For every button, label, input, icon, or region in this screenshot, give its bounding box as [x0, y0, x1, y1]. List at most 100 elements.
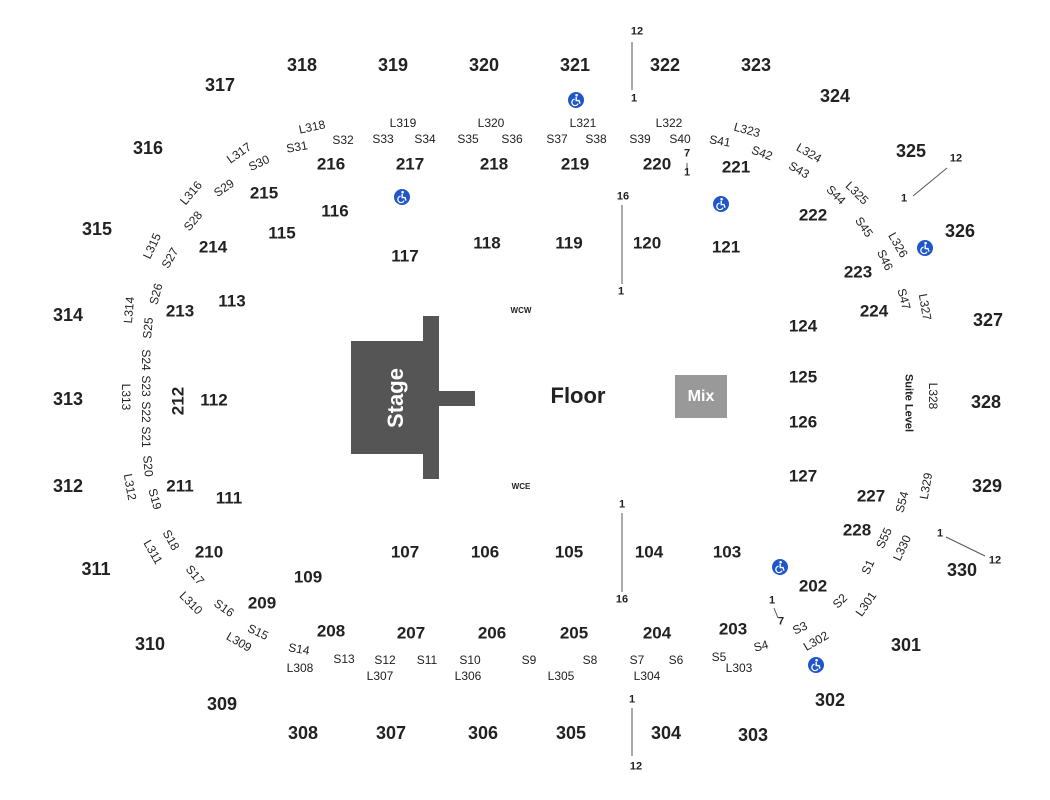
section-208[interactable]: 208 [316, 621, 346, 641]
section-126[interactable]: 126 [788, 412, 818, 432]
suite-S5[interactable]: S5 [711, 650, 727, 664]
loge-L321[interactable]: L321 [569, 116, 597, 130]
suite-S20[interactable]: S20 [140, 454, 156, 478]
section-127[interactable]: 127 [788, 466, 818, 486]
suite-S39[interactable]: S39 [629, 132, 651, 146]
section-125[interactable]: 125 [788, 367, 818, 387]
section-109[interactable]: 109 [293, 567, 323, 587]
loge-L314[interactable]: L314 [120, 296, 138, 324]
section-327[interactable]: 327 [972, 310, 1004, 330]
suite-S11[interactable]: S11 [416, 653, 438, 667]
suite-S21[interactable]: S21 [139, 426, 153, 448]
section-113[interactable]: 113 [218, 291, 246, 311]
section-309[interactable]: 309 [206, 694, 238, 714]
suite-S22[interactable]: S22 [139, 401, 153, 423]
section-328[interactable]: 328 [970, 392, 1002, 412]
section-307[interactable]: 307 [375, 723, 407, 743]
section-315[interactable]: 315 [81, 219, 113, 239]
section-325[interactable]: 325 [895, 141, 927, 161]
suite-S18[interactable]: S18 [159, 527, 183, 553]
suite-S46[interactable]: S46 [874, 247, 896, 273]
loge-L318[interactable]: L318 [297, 117, 327, 137]
suite-S12[interactable]: S12 [374, 653, 396, 667]
suite-S7[interactable]: S7 [629, 653, 645, 667]
section-301[interactable]: 301 [890, 635, 922, 655]
section-308[interactable]: 308 [287, 723, 319, 743]
section-124[interactable]: 124 [788, 316, 818, 336]
loge-L330[interactable]: L330 [890, 532, 914, 564]
loge-L303[interactable]: L303 [725, 661, 753, 675]
loge-L320[interactable]: L320 [477, 116, 505, 130]
section-203[interactable]: 203 [718, 619, 748, 639]
suite-S40[interactable]: S40 [669, 132, 691, 146]
loge-L312[interactable]: L312 [120, 472, 140, 502]
suite-S47[interactable]: S47 [894, 286, 914, 312]
loge-L304[interactable]: L304 [633, 669, 661, 683]
section-310[interactable]: 310 [134, 634, 166, 654]
suite-S4[interactable]: S4 [752, 637, 770, 655]
section-206[interactable]: 206 [477, 623, 507, 643]
section-306[interactable]: 306 [467, 723, 499, 743]
section-205[interactable]: 205 [559, 623, 589, 643]
section-223[interactable]: 223 [843, 262, 873, 282]
loge-L315[interactable]: L315 [140, 230, 164, 262]
loge-L306[interactable]: L306 [454, 669, 482, 683]
section-322[interactable]: 322 [649, 55, 681, 75]
section-204[interactable]: 204 [642, 623, 672, 643]
section-211[interactable]: 211 [166, 476, 194, 496]
section-202[interactable]: 202 [798, 576, 828, 596]
section-215[interactable]: 215 [249, 183, 279, 203]
loge-L307[interactable]: L307 [366, 669, 394, 683]
section-304[interactable]: 304 [650, 723, 682, 743]
suite-S16[interactable]: S16 [211, 596, 237, 620]
loge-L305[interactable]: L305 [547, 669, 575, 683]
suite-S34[interactable]: S34 [414, 132, 436, 146]
section-119[interactable]: 119 [555, 233, 583, 253]
loge-L322[interactable]: L322 [655, 116, 683, 130]
section-209[interactable]: 209 [247, 593, 277, 613]
loge-L311[interactable]: L311 [140, 537, 166, 567]
section-227[interactable]: 227 [856, 486, 886, 506]
suite-S8[interactable]: S8 [582, 653, 598, 667]
section-105[interactable]: 105 [554, 542, 584, 562]
section-221[interactable]: 221 [721, 157, 751, 177]
section-103[interactable]: 103 [712, 542, 742, 562]
loge-L319[interactable]: L319 [389, 116, 417, 130]
section-118[interactable]: 118 [473, 233, 501, 253]
suite-S10[interactable]: S10 [459, 653, 481, 667]
suite-S29[interactable]: S29 [211, 176, 237, 200]
loge-L313[interactable]: L313 [119, 383, 133, 411]
suite-S42[interactable]: S42 [749, 142, 775, 164]
loge-L301[interactable]: L301 [852, 589, 880, 619]
section-219[interactable]: 219 [560, 154, 590, 174]
floor-label[interactable]: Floor [550, 383, 606, 408]
suite-S14[interactable]: S14 [287, 640, 311, 658]
suite-S19[interactable]: S19 [145, 486, 165, 512]
suite-S3[interactable]: S3 [790, 618, 810, 638]
suite-S28[interactable]: S28 [180, 208, 206, 234]
suite-S33[interactable]: S33 [372, 132, 394, 146]
suite-S31[interactable]: S31 [285, 138, 309, 156]
suite-S9[interactable]: S9 [521, 653, 537, 667]
suite-S43[interactable]: S43 [786, 158, 812, 182]
section-107[interactable]: 107 [390, 542, 420, 562]
section-319[interactable]: 319 [377, 55, 409, 75]
suite-S38[interactable]: S38 [585, 132, 607, 146]
section-217[interactable]: 217 [395, 154, 425, 174]
loge-L310[interactable]: L310 [176, 588, 206, 618]
section-318[interactable]: 318 [286, 55, 318, 75]
section-115[interactable]: 115 [268, 223, 296, 243]
loge-L328[interactable]: L328 [926, 382, 940, 410]
section-207[interactable]: 207 [396, 623, 426, 643]
section-117[interactable]: 117 [391, 246, 419, 266]
loge-L329[interactable]: L329 [916, 471, 936, 501]
section-121[interactable]: 121 [711, 237, 741, 257]
suite-S17[interactable]: S17 [182, 562, 208, 588]
section-228[interactable]: 228 [842, 520, 872, 540]
section-106[interactable]: 106 [470, 542, 500, 562]
section-302[interactable]: 302 [814, 690, 846, 710]
section-314[interactable]: 314 [52, 305, 84, 325]
section-214[interactable]: 214 [198, 237, 228, 257]
suite-S26[interactable]: S26 [146, 281, 166, 307]
suite-S23[interactable]: S23 [139, 375, 153, 397]
